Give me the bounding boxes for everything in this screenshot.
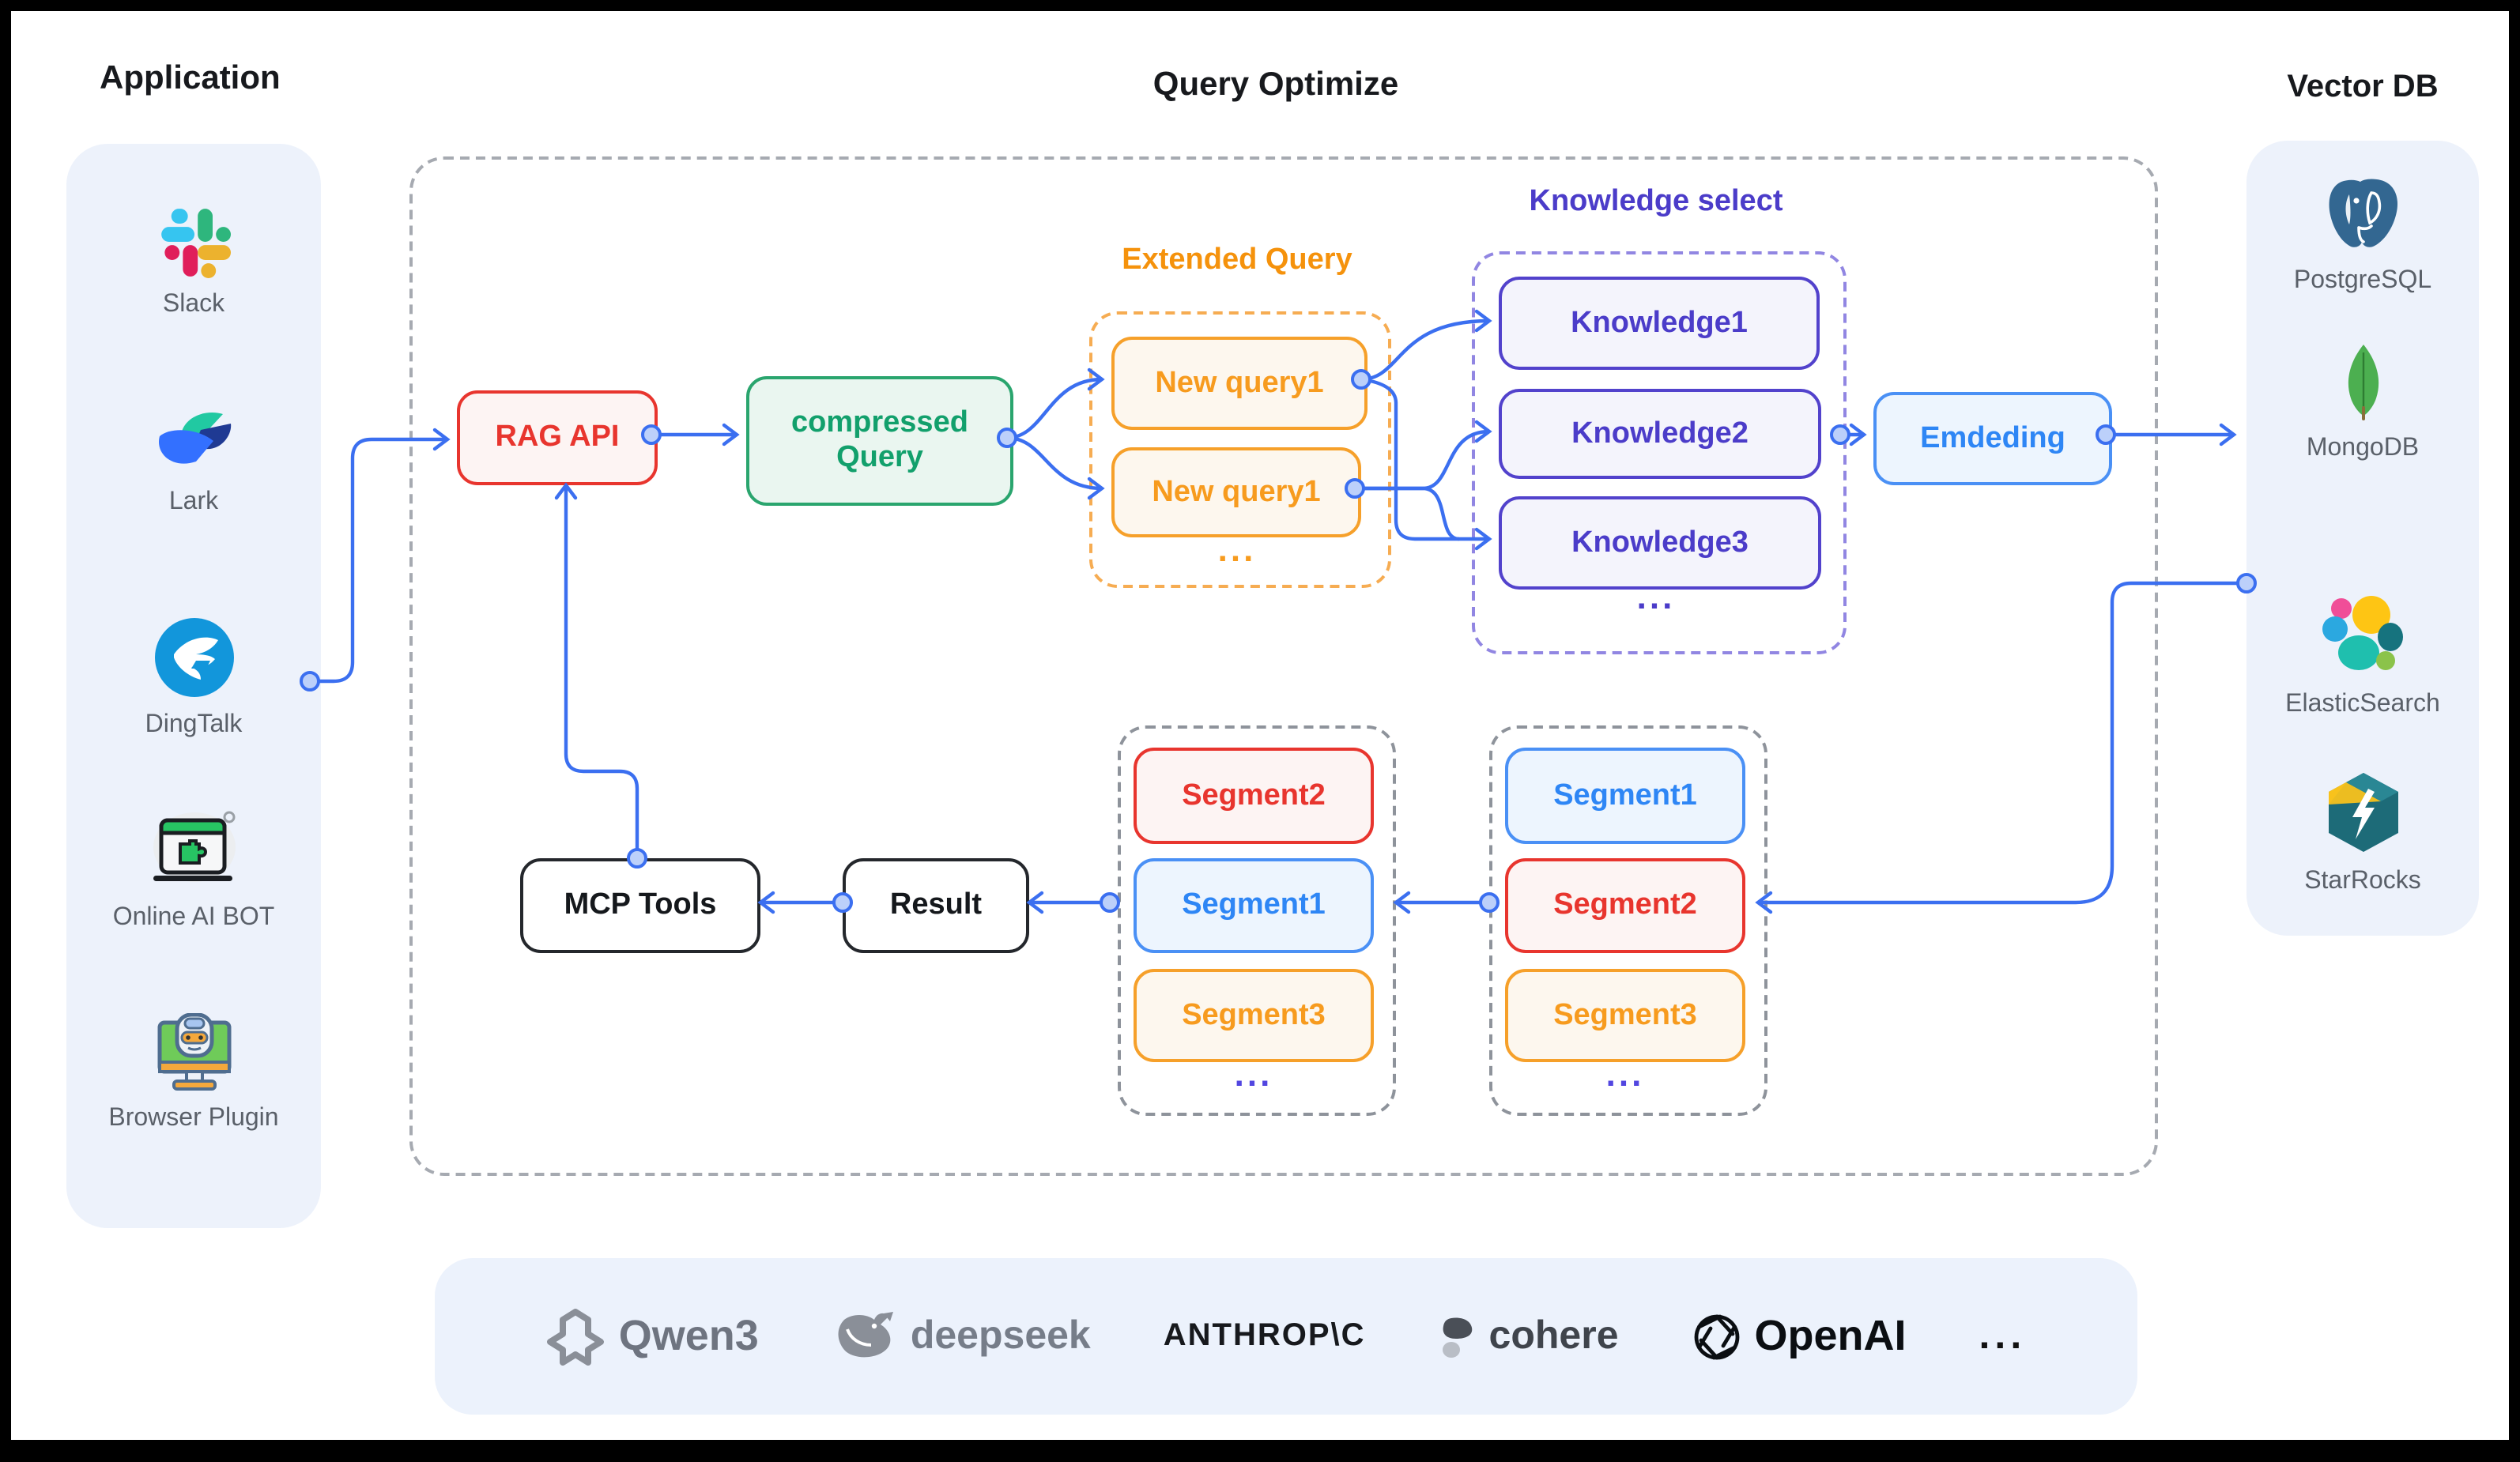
knowledge-1: Knowledge1 (1499, 277, 1820, 370)
rag-api-node: RAG API (457, 390, 658, 485)
db-item-label: MongoDB (2306, 435, 2420, 462)
result-node: Result (843, 858, 1029, 953)
knowledge-2: Knowledge2 (1499, 389, 1821, 479)
cohere-icon (1442, 1317, 1472, 1357)
provider-qwen-label: Qwen3 (618, 1312, 759, 1359)
provider-cohere: cohere (1439, 1313, 1619, 1359)
deepseek-icon (838, 1311, 893, 1357)
new-query-2: New query1 (1111, 447, 1361, 537)
db-item-postgresql: PostgreSQL (2246, 175, 2479, 296)
query-optimize-title: Query Optimize (1152, 66, 1399, 103)
diagram-canvas: Application Query Optimize Vector DB Sla… (11, 11, 2509, 1440)
app-item-online-ai-bot: Online AI BOT (66, 809, 321, 933)
application-title: Application (100, 60, 281, 96)
segments-left-more: ... (1234, 1054, 1273, 1094)
provider-cohere-label: cohere (1488, 1313, 1619, 1358)
provider-more-label: ... (1979, 1313, 2027, 1358)
segments-right-container (1489, 725, 1767, 1116)
app-item-browser-plugin: Browser Plugin (66, 1013, 321, 1133)
app-item-slack: Slack (66, 205, 321, 319)
elasticsearch-icon (2322, 596, 2402, 670)
provider-anthropic-label: ANTHROP\C (1163, 1318, 1366, 1353)
browser-plugin-icon (157, 1013, 231, 1091)
segments-right-more: ... (1605, 1054, 1645, 1094)
knowledge-3: Knowledge3 (1499, 496, 1821, 590)
app-item-label: Slack (162, 291, 225, 318)
db-item-mongodb: MongoDB (2246, 343, 2479, 463)
segment-left-3: Segment3 (1134, 969, 1374, 1062)
compressed-query-node: compressed Query (746, 376, 1013, 506)
mcp-tools-node: MCP Tools (520, 858, 760, 953)
segment-right-1: Segment1 (1505, 748, 1745, 844)
vector-db-title: Vector DB (2287, 70, 2439, 104)
app-item-label: Browser Plugin (108, 1105, 279, 1132)
provider-openai: OpenAI (1692, 1311, 1907, 1362)
provider-qwen: Qwen3 (546, 1306, 759, 1366)
provider-openai-label: OpenAI (1754, 1312, 1907, 1359)
compressed-query-line2: Query (836, 441, 923, 474)
db-item-starrocks: StarRocks (2246, 770, 2479, 896)
segment-left-2: Segment1 (1134, 858, 1374, 953)
embedding-node: Emdeding (1873, 392, 2112, 485)
segment-right-3: Segment3 (1505, 969, 1745, 1062)
knowledge-select-title: Knowledge select (1529, 185, 1783, 218)
provider-deepseek: deepseek (832, 1309, 1091, 1363)
postgresql-icon (2328, 179, 2397, 247)
app-item-label: Lark (168, 488, 219, 515)
provider-more: ... (1979, 1313, 2027, 1359)
app-item-label: DingTalk (145, 711, 243, 738)
app-item-dingtalk: DingTalk (66, 616, 321, 740)
compressed-query-line1: compressed (791, 406, 968, 440)
segment-right-2: Segment2 (1505, 858, 1745, 953)
provider-anthropic: ANTHROP\C (1164, 1318, 1366, 1355)
extended-query-title: Extended Query (1122, 243, 1352, 277)
mongodb-icon (2347, 345, 2379, 420)
slack-icon (160, 209, 230, 278)
db-item-label: ElasticSearch (2285, 691, 2440, 718)
segments-left-container (1118, 725, 1396, 1116)
new-query-1: New query1 (1111, 337, 1368, 430)
db-item-label: PostgreSQL (2293, 267, 2432, 294)
provider-deepseek-label: deepseek (910, 1313, 1091, 1358)
app-item-lark: Lark (66, 409, 321, 517)
dingtalk-icon (154, 618, 233, 697)
app-item-label: Online AI BOT (112, 904, 275, 931)
starrocks-icon (2328, 773, 2397, 852)
llm-providers-bar: Qwen3 deepseek ANTHROP\C cohere (435, 1258, 2137, 1415)
db-item-elasticsearch: ElasticSearch (2246, 593, 2479, 719)
db-item-label: StarRocks (2304, 868, 2421, 895)
openai-icon (1694, 1313, 1739, 1359)
online-ai-bot-icon (153, 811, 235, 882)
extended-query-more: ... (1217, 529, 1257, 569)
knowledge-select-more: ... (1636, 577, 1676, 616)
lark-icon (158, 413, 231, 464)
segment-left-1: Segment2 (1134, 748, 1374, 844)
qwen-icon (547, 1308, 605, 1365)
